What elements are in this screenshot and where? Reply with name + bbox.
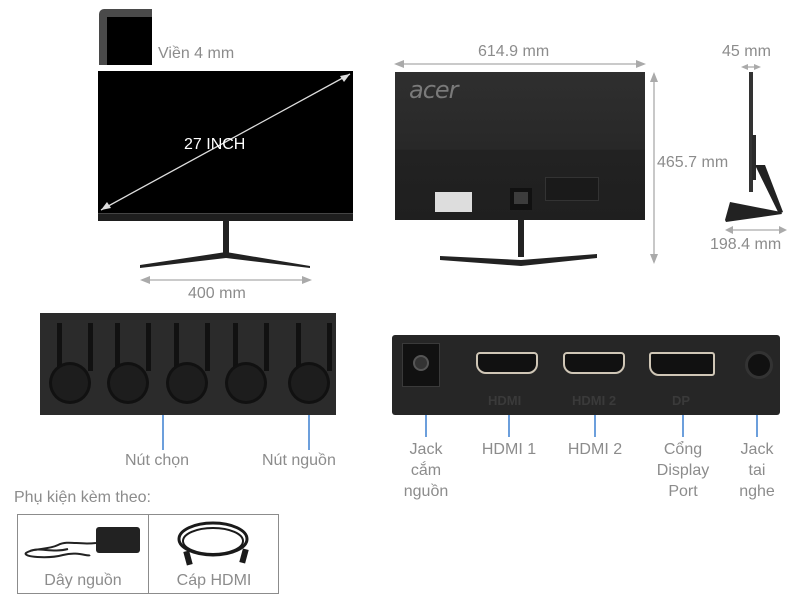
dp-silkscreen: DP bbox=[672, 393, 691, 408]
bezel-label: Viền 4 mm bbox=[158, 45, 235, 62]
stand-width-label: 400 mm bbox=[188, 285, 246, 302]
rear-ports-recess bbox=[545, 177, 599, 201]
select-buttons-label: Nút chọn bbox=[125, 452, 190, 469]
acer-logo: acer bbox=[409, 76, 459, 104]
port-label-hdmi-2: HDMI 2 bbox=[567, 441, 623, 458]
hdmi-2-port bbox=[563, 352, 625, 374]
accessory-hdmi-cable-label: Cáp HDMI bbox=[176, 572, 252, 589]
screen-size-label: 27 INCH bbox=[184, 136, 246, 153]
rear-height-label: 465.7 mm bbox=[657, 154, 729, 171]
power-jack-port bbox=[402, 343, 440, 387]
hdmi-1-silkscreen: HDMI bbox=[488, 393, 522, 408]
select-button-4 bbox=[228, 323, 269, 403]
port-label-displayport: Cổng Display Port bbox=[656, 441, 710, 500]
buttons-panel-photo bbox=[40, 313, 336, 415]
port-label-hdmi-1: HDMI 1 bbox=[481, 441, 537, 458]
front-monitor-neck bbox=[223, 220, 229, 256]
side-base-depth-label: 198.4 mm bbox=[710, 236, 782, 253]
select-button-1 bbox=[52, 323, 93, 403]
port-label-headphone-jack: Jack tai nghe bbox=[739, 441, 775, 500]
ports-panel-photo: HDMI HDMI 2 DP bbox=[392, 335, 780, 415]
rear-width-label: 614.9 mm bbox=[478, 43, 550, 60]
displayport-port bbox=[649, 352, 715, 376]
accessory-hdmi-cable: Cáp HDMI bbox=[149, 515, 279, 593]
select-button-3 bbox=[169, 323, 210, 403]
select-button-2 bbox=[110, 323, 151, 403]
rear-label-sticker bbox=[435, 192, 472, 212]
side-depth-top-label: 45 mm bbox=[722, 43, 771, 60]
hdmi-2-silkscreen: HDMI 2 bbox=[572, 393, 617, 408]
power-button-label: Nút nguồn bbox=[262, 452, 336, 469]
power-button bbox=[291, 323, 332, 403]
headphone-jack-port bbox=[745, 351, 773, 379]
bezel-detail-image bbox=[99, 9, 152, 65]
hdmi-cable-icon bbox=[177, 521, 249, 566]
accessory-power-adapter-label: Dây nguồn bbox=[44, 572, 122, 589]
front-monitor-chin bbox=[98, 213, 353, 221]
rear-monitor-body: acer bbox=[395, 72, 645, 220]
hdmi-1-port bbox=[476, 352, 538, 374]
accessories-title: Phụ kiện kèm theo: bbox=[14, 489, 151, 506]
port-label-power-jack: Jack cắm nguồn bbox=[403, 441, 449, 500]
accessory-power-adapter: Dây nguồn bbox=[18, 515, 148, 593]
power-adapter-icon bbox=[24, 527, 140, 559]
accessories-table: Dây nguồn Cáp HDMI bbox=[17, 514, 279, 594]
